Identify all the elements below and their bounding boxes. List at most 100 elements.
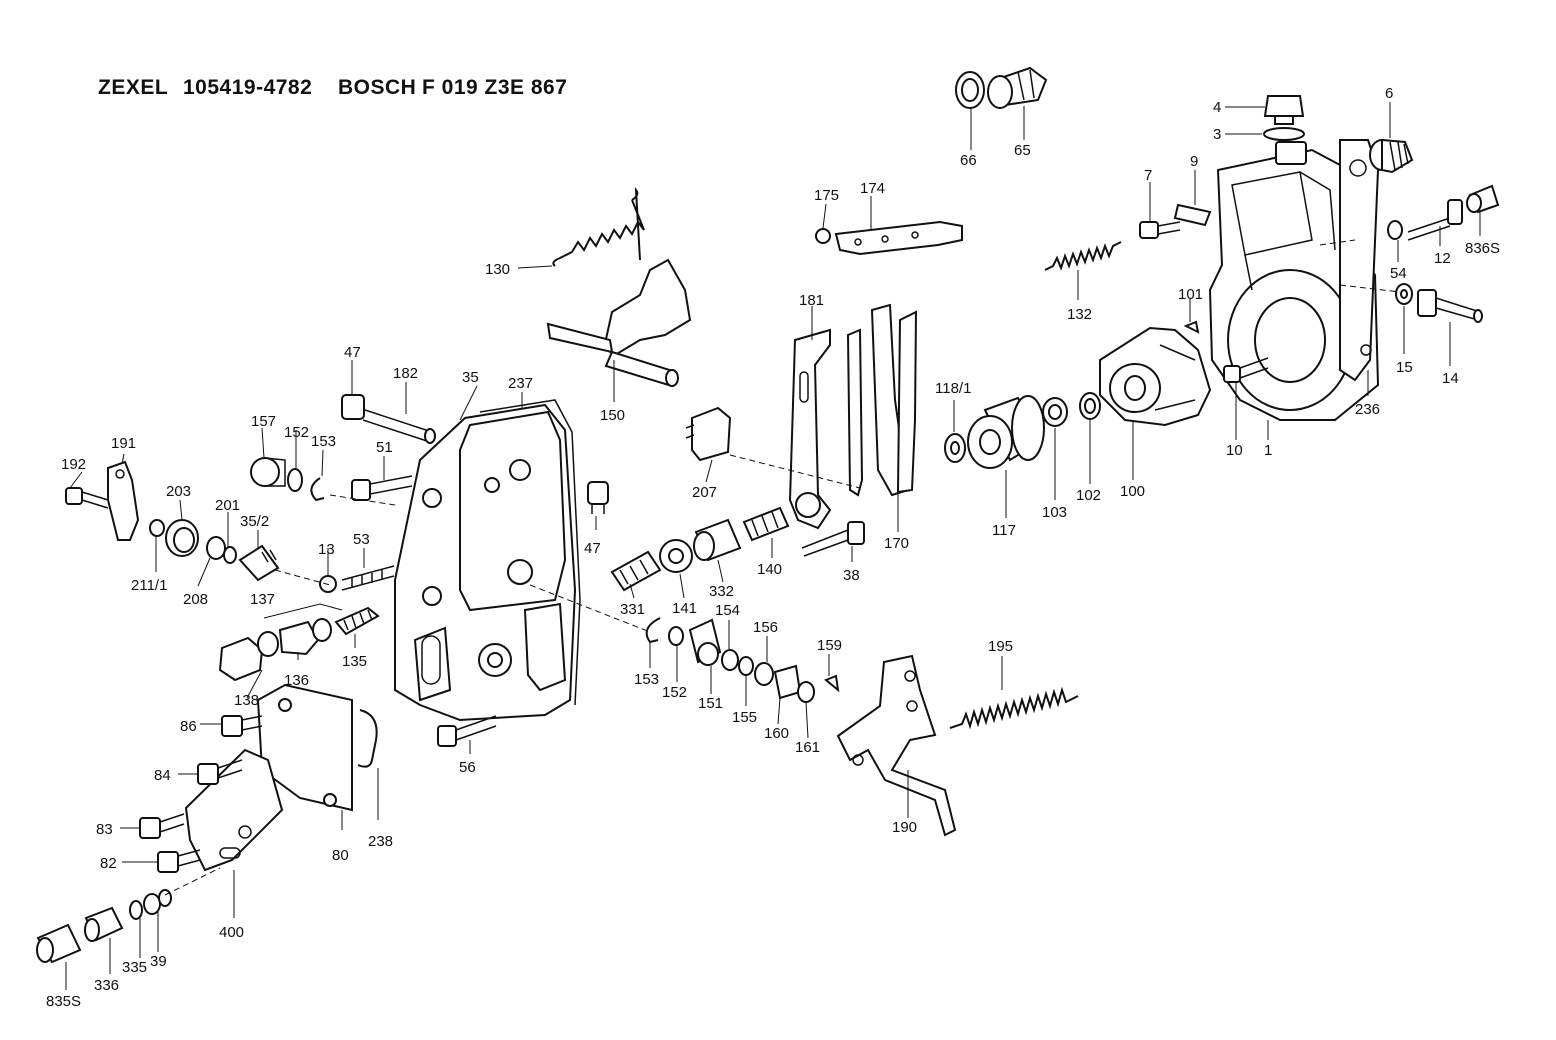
callout-174: 174: [860, 180, 885, 197]
bosch-part-number: F 019 Z3E 867: [422, 76, 567, 99]
bolt-51: [351, 475, 413, 501]
callout-175: 175: [814, 187, 839, 204]
spring-140: [742, 506, 790, 542]
washer-118-1: [944, 433, 966, 463]
callout-203: 203: [166, 483, 191, 500]
callout-152-top: 152: [284, 424, 309, 441]
callout-236: 236: [1355, 401, 1380, 418]
bolt-47-right: [587, 481, 609, 514]
callout-47-top: 47: [344, 344, 361, 361]
callout-12: 12: [1434, 250, 1451, 267]
bolt-56: [437, 715, 497, 747]
callout-3: 3: [1213, 126, 1221, 143]
tension-spring-130: [552, 186, 645, 267]
callout-6: 6: [1385, 85, 1393, 102]
governor-cover-35: [394, 403, 577, 722]
callout-152-bottom: 152: [662, 684, 687, 701]
oring-152-top: [287, 468, 303, 492]
callout-39: 39: [150, 953, 167, 970]
bolt-86: [221, 715, 263, 737]
callout-1: 1: [1264, 442, 1272, 459]
washer-335: [129, 900, 143, 920]
callout-192: 192: [61, 456, 86, 473]
bolt-38: [801, 521, 865, 557]
fitting-332: [693, 518, 742, 562]
callout-201: 201: [215, 497, 240, 514]
callout-7: 7: [1144, 167, 1152, 184]
callout-54: 54: [1390, 265, 1407, 282]
callout-154: 154: [715, 602, 740, 619]
callout-191: 191: [111, 435, 136, 452]
plug-157: [250, 457, 286, 487]
callout-141: 141: [672, 600, 697, 617]
maker-bosch: BOSCH: [338, 76, 416, 99]
callout-66: 66: [960, 152, 977, 169]
key-159: [824, 674, 840, 693]
callout-336: 336: [94, 977, 119, 994]
governor-housing: [1208, 139, 1380, 421]
control-lever-190: [836, 654, 957, 837]
washer-135a: [312, 618, 332, 642]
bolt-84: [197, 759, 243, 785]
callout-138: 138: [234, 692, 259, 709]
callout-170: 170: [884, 535, 909, 552]
callout-153-top: 153: [311, 433, 336, 450]
spring-195: [949, 686, 1079, 730]
callout-181: 181: [799, 292, 824, 309]
callout-190: 190: [892, 819, 917, 836]
callout-38: 38: [843, 567, 860, 584]
washer-155: [738, 656, 754, 676]
callout-159: 159: [817, 637, 842, 654]
callout-47-right: 47: [584, 540, 601, 557]
clip-153-bottom: [645, 617, 661, 644]
screw-53: [341, 565, 395, 591]
bolt-82: [157, 849, 201, 873]
callout-137: 137: [250, 591, 275, 608]
clip-153-top: [310, 477, 325, 502]
adjusting-nut-136: [278, 620, 320, 656]
callout-211-1: 211/1: [131, 577, 167, 594]
callout-53: 53: [353, 531, 370, 548]
callout-9: 9: [1190, 153, 1198, 170]
bushing-160: [773, 664, 802, 700]
fitting-35-2: [238, 544, 280, 582]
spring-screw-135: [334, 606, 380, 636]
nut-175: [815, 228, 831, 244]
bolt-47-top: [341, 394, 365, 420]
callout-836S: 836S: [1465, 240, 1500, 257]
bolt-10: [1223, 357, 1269, 383]
switch-207: [685, 406, 732, 462]
bolt-192: [65, 487, 109, 509]
callout-35: 35: [462, 369, 479, 386]
callout-332: 332: [709, 583, 734, 600]
pin-182: [362, 409, 436, 444]
bolt-14: [1417, 289, 1483, 323]
diagram-title: ZEXEL 105419-4782 BOSCH F 019 Z3E 867: [98, 76, 567, 99]
callout-15: 15: [1396, 359, 1413, 376]
nut-103: [1042, 397, 1068, 427]
alignment-lines: [164, 239, 1401, 896]
sleeve-117: [967, 395, 1045, 469]
washer-15: [1395, 283, 1413, 305]
bolt-83: [139, 813, 185, 839]
callout-153-bottom: 153: [634, 671, 659, 688]
callout-103: 103: [1042, 504, 1067, 521]
callout-335: 335: [122, 959, 147, 976]
callout-331: 331: [620, 601, 645, 618]
lever-181: [788, 328, 832, 530]
gasket-237: [479, 399, 581, 706]
callout-135: 135: [342, 653, 367, 670]
callout-160: 160: [764, 725, 789, 742]
callout-161: 161: [795, 739, 820, 756]
callout-65: 65: [1014, 142, 1031, 159]
callout-labels: 4 3 6 7 9 65 66 174 175 130 150 132 101 …: [46, 85, 1500, 1010]
fitting-65: [987, 66, 1048, 109]
washer-54: [1387, 220, 1403, 240]
plate-191: [107, 460, 140, 541]
callout-150: 150: [600, 407, 625, 424]
callout-82: 82: [100, 855, 117, 872]
callout-140: 140: [757, 561, 782, 578]
washer-66: [955, 71, 985, 109]
leader-lines: [65, 102, 1481, 990]
callout-182: 182: [393, 365, 418, 382]
